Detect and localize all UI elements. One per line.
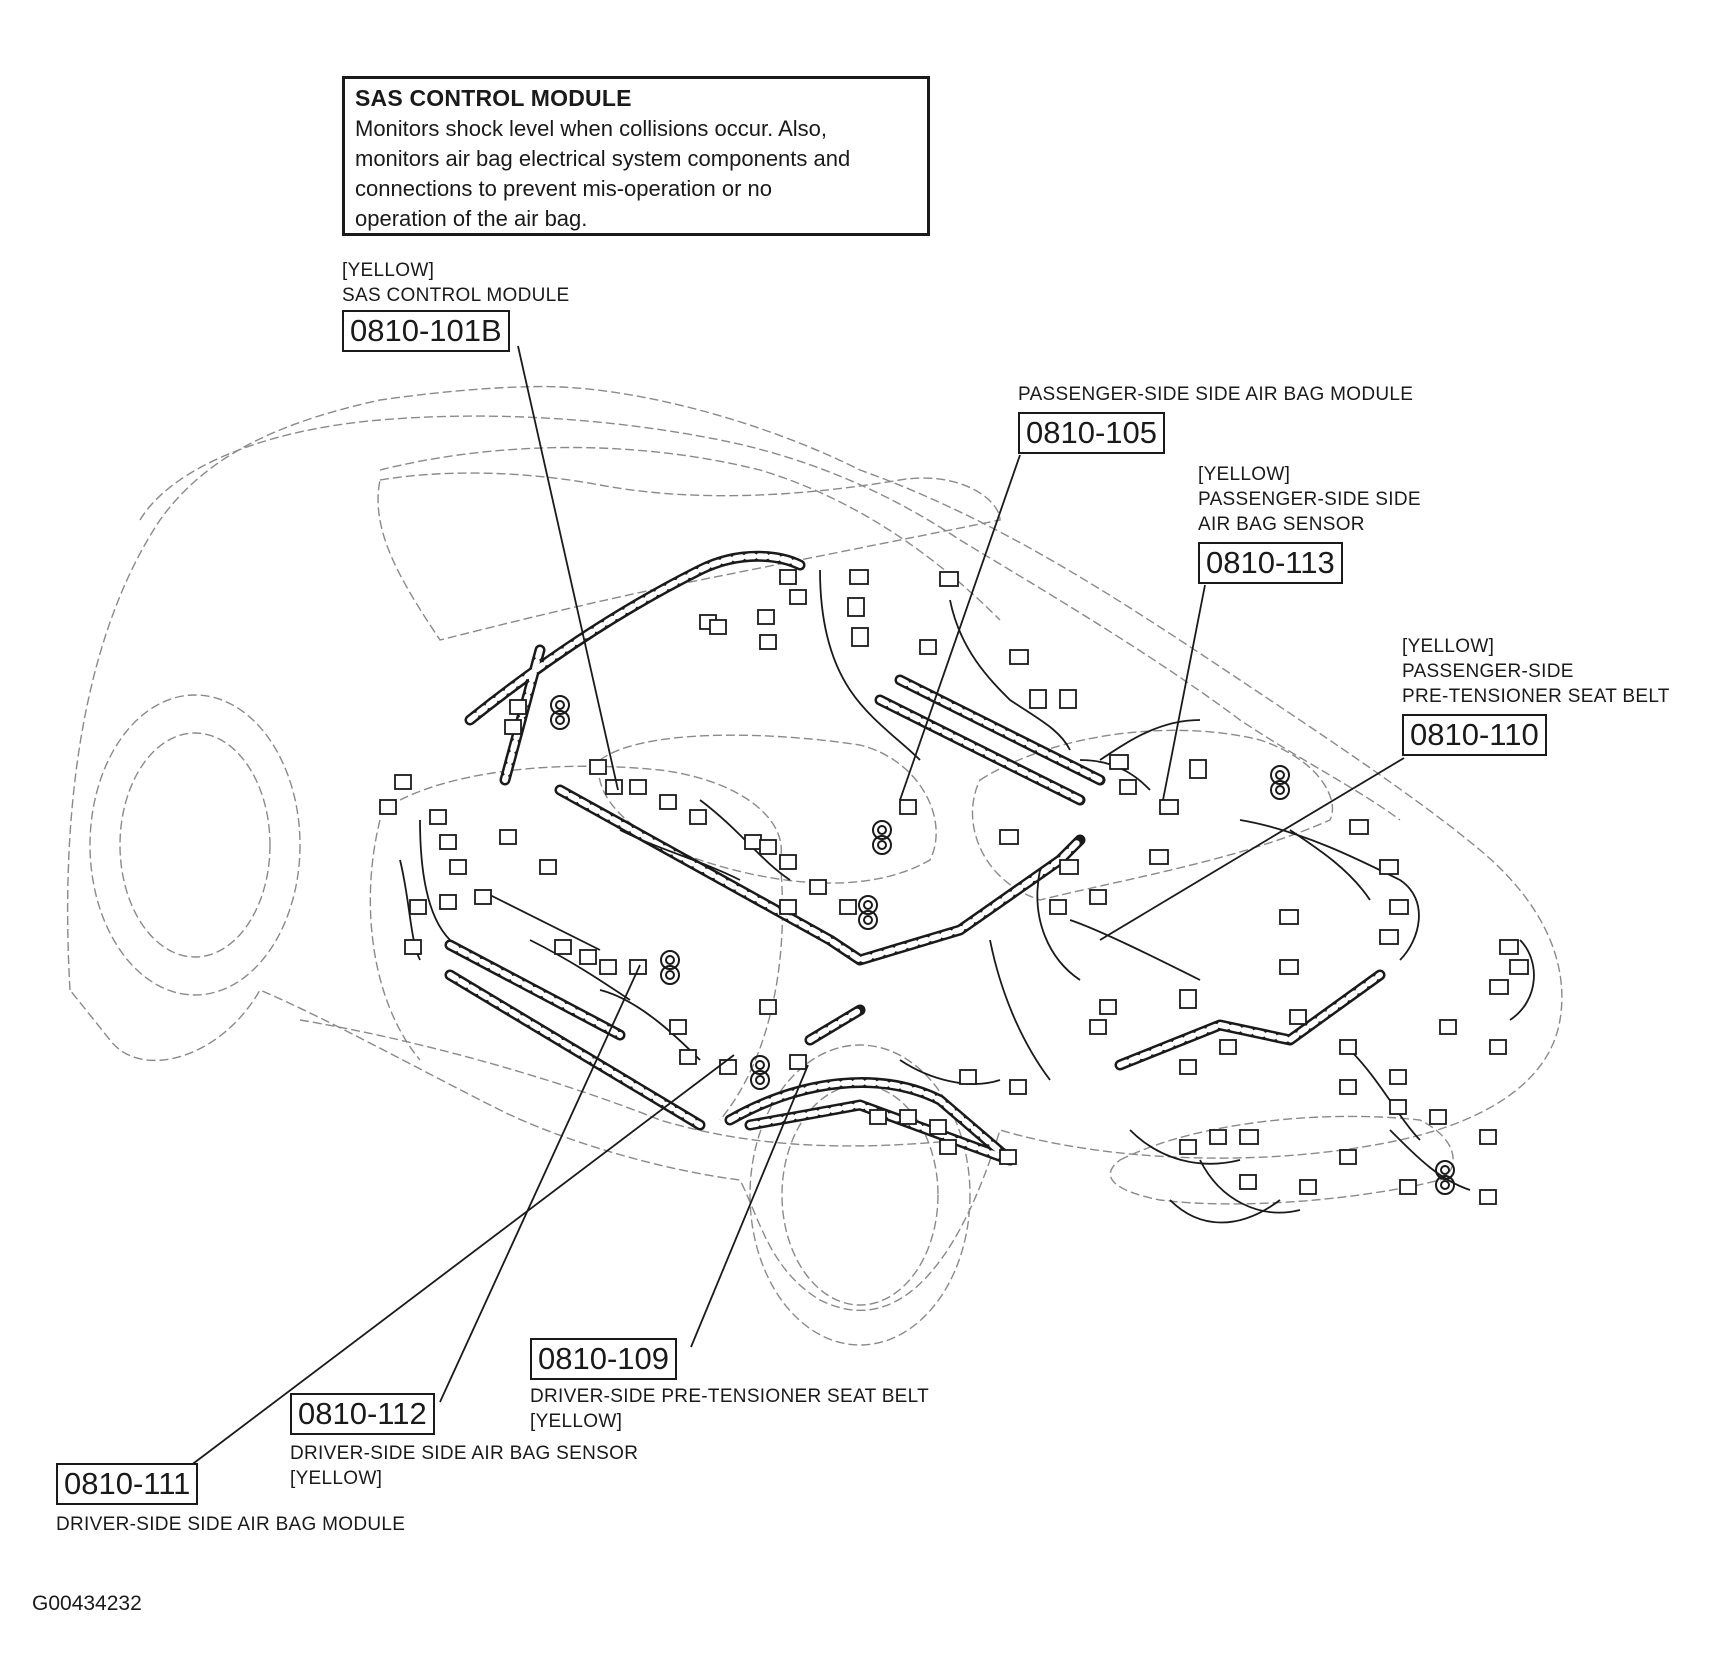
leader-lines [189,345,1405,1467]
wiring-harness-tubes [444,550,1386,1166]
callout-name: DRIVER-SIDE SIDE AIR BAG MODULE [56,1514,406,1535]
note-line: operation of the air bag. [355,206,588,231]
note-line: Monitors shock level when collisions occ… [355,116,827,141]
connector-code-0810-101B: 0810-101B [342,310,510,352]
callout-name: PASSENGER-SIDE SIDE [1198,489,1421,510]
connector-code-0810-112: 0810-112 [290,1393,435,1435]
connector-code-0810-113: 0810-113 [1198,542,1343,584]
leader-0810-105 [899,454,1021,801]
callout-color-tag: [YELLOW] [1402,636,1495,657]
leader-0810-109 [690,1064,809,1348]
callout-name: PASSENGER-SIDE SIDE AIR BAG MODULE [1018,384,1414,405]
leader-0810-113 [1162,584,1206,801]
note-title: SAS CONTROL MODULE [355,85,632,111]
callout-name: PRE-TENSIONER SEAT BELT [1402,686,1670,707]
connector-code-0810-110: 0810-110 [1402,714,1547,756]
callout-color-tag: [YELLOW] [530,1411,623,1432]
grommets [550,695,1455,1195]
callout-name: PASSENGER-SIDE [1402,661,1574,682]
connector-code-0810-105: 0810-105 [1018,412,1166,454]
connector-code-0810-111: 0810-111 [56,1463,199,1505]
callout-name: AIR BAG SENSOR [1198,514,1365,535]
figure-id: G00434232 [32,1592,142,1615]
car-body-outline [66,385,1563,1311]
note-body: Monitors shock level when collisions occ… [355,114,917,234]
connector-code-0810-109: 0810-109 [530,1338,678,1380]
callout-name: DRIVER-SIDE PRE-TENSIONER SEAT BELT [530,1386,930,1407]
note-line: connections to prevent mis-operation or … [355,176,773,201]
note-line: monitors air bag electrical system compo… [355,146,851,171]
sas-control-module-note: SAS CONTROL MODULE Monitors shock level … [342,76,930,236]
leader-0810-112 [439,964,641,1403]
leader-0810-110 [1099,757,1405,941]
callout-color-tag: [YELLOW] [1198,464,1291,485]
branch-wires [399,569,1535,1224]
leader-0810-111 [189,1054,735,1467]
callout-color-tag: [YELLOW] [342,260,435,281]
callout-name: SAS CONTROL MODULE [342,285,570,306]
leader-0810-101B [517,345,619,791]
callout-color-tag: [YELLOW] [290,1468,383,1489]
callout-name: DRIVER-SIDE SIDE AIR BAG SENSOR [290,1443,639,1464]
wheel-outlines [89,694,971,1346]
connector-blocks [379,569,1529,1205]
